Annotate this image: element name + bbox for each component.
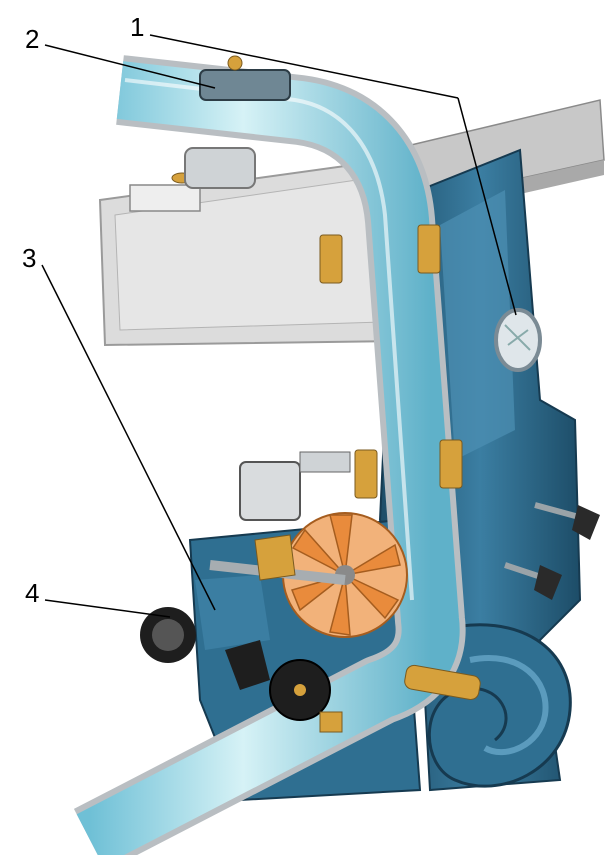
callout-4: 4	[25, 578, 40, 608]
callout-1: 1	[130, 12, 145, 42]
pulley	[225, 640, 331, 721]
control-knobs	[504, 502, 600, 600]
callout-3: 3	[22, 243, 37, 273]
leader-line-2	[44, 44, 216, 89]
brass-fittings	[319, 664, 481, 733]
leader-line-4	[44, 599, 171, 618]
leader-line-1b	[457, 97, 517, 316]
drive-shaft	[209, 451, 351, 585]
gear	[140, 607, 196, 663]
leader-lines	[41, 34, 517, 618]
leader-line-1	[149, 34, 459, 99]
callout-2: 2	[25, 24, 40, 54]
leader-line-3	[41, 264, 216, 611]
sight-glass	[494, 308, 542, 372]
